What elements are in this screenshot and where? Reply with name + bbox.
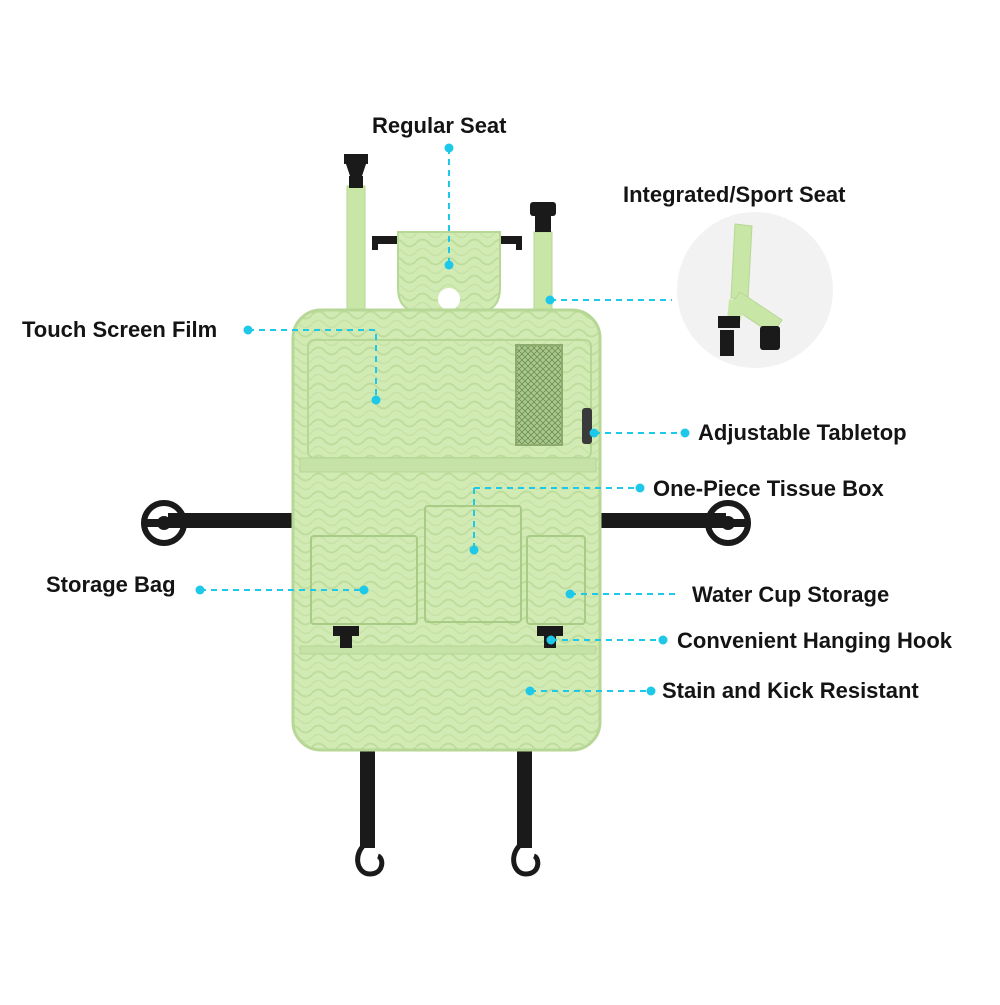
adjustable-tabletop-label: Adjustable Tabletop: [698, 420, 907, 445]
convenient-hanging-hook-label: Convenient Hanging Hook: [677, 628, 952, 653]
integrated-sport-seat-label: Integrated/Sport Seat: [623, 182, 846, 207]
buckle-icon: [344, 154, 368, 188]
hook-icon: [511, 839, 541, 877]
bottom-right-strap: [517, 748, 532, 848]
tabletop-edge: [299, 457, 597, 473]
storage-bag-label: Storage Bag: [46, 572, 176, 597]
callout-dots: [195, 143, 690, 696]
storage-bag-pocket: [310, 535, 418, 625]
stain-and-kick-resistant-label: Stain and Kick Resistant: [662, 678, 919, 703]
hook-icon: [355, 839, 385, 877]
right-side-strap: [596, 513, 726, 528]
hook-icon: [705, 500, 751, 546]
kick-panel-edge: [299, 645, 597, 655]
strap-icon: [718, 223, 783, 356]
mesh-pocket-icon: [515, 344, 563, 446]
bottom-left-strap: [360, 748, 375, 848]
left-top-strap: [346, 185, 366, 313]
water-cup-storage-label: Water Cup Storage: [692, 582, 890, 607]
callout-lines: [200, 148, 682, 692]
hook-icon: [141, 500, 187, 546]
hook-icon: [333, 626, 359, 648]
touch-screen-film-label: Touch Screen Film: [22, 317, 218, 342]
regular-seat-label: Regular Seat: [372, 113, 507, 138]
tabletop-latch: [582, 408, 592, 444]
tissue-box-pocket: [424, 505, 522, 623]
inset-circle: [677, 212, 833, 368]
buckle-icon: [530, 202, 556, 232]
left-side-strap: [168, 513, 298, 528]
water-cup-pocket: [526, 535, 586, 625]
one-piece-tissue-box-label: One-Piece Tissue Box: [653, 476, 884, 501]
